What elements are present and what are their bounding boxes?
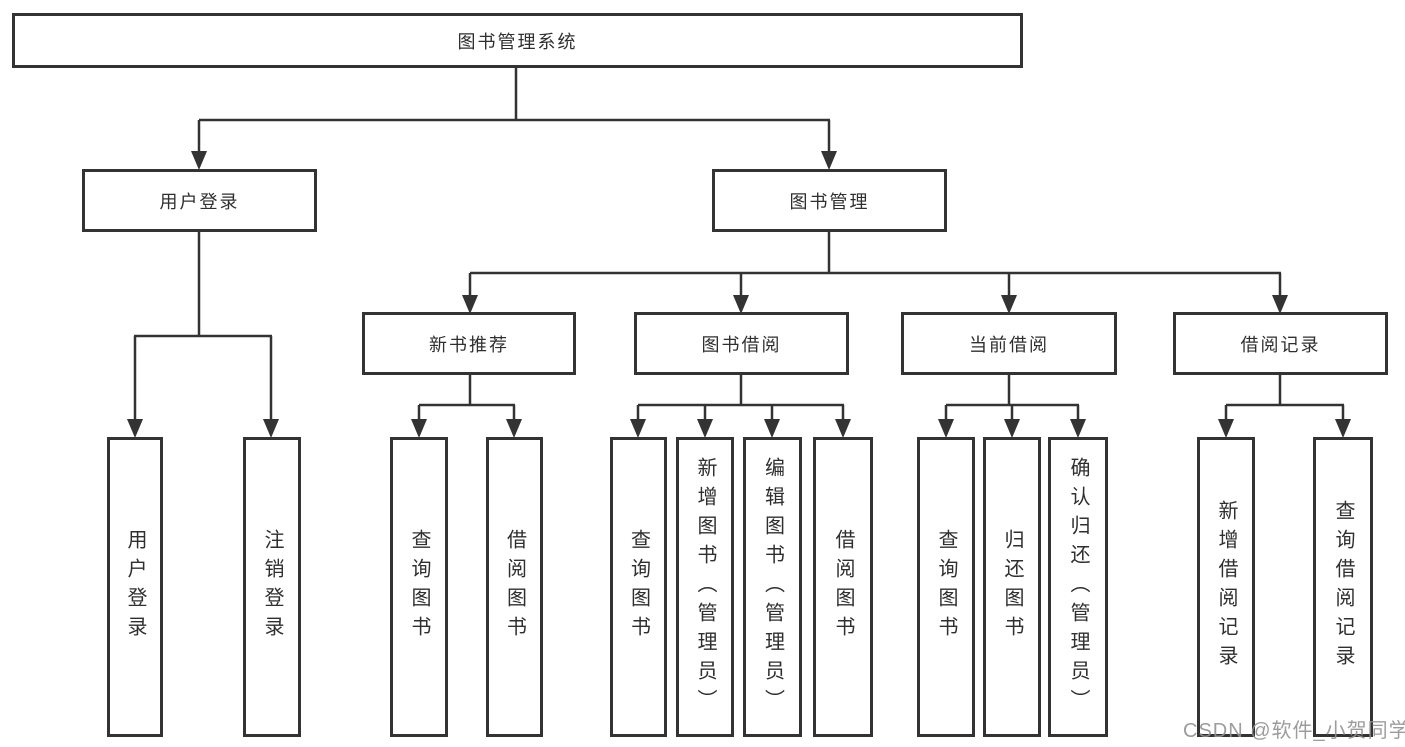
leaf-logout-label: 注销登录 <box>261 529 283 645</box>
arrowheads <box>127 151 1351 438</box>
leaf-cb-return-books: 归还图书 <box>983 437 1041 737</box>
leaf-nbr-borrow-books-label: 借阅图书 <box>503 529 526 645</box>
leaf-bb-edit-books-admin-label: 编辑图书（管理员） <box>761 456 784 718</box>
node-current-borrow: 当前借阅 <box>901 312 1117 375</box>
node-book-management: 图书管理 <box>712 169 947 232</box>
leaf-bb-query-books-label: 查询图书 <box>627 529 650 645</box>
leaf-user-login: 用户登录 <box>107 437 163 737</box>
watermark-text: CSDN @软件_小贺同学 <box>1183 720 1405 742</box>
leaf-nbr-borrow-books: 借阅图书 <box>486 437 543 737</box>
leaf-cb-return-books-label: 归还图书 <box>1001 529 1023 645</box>
leaf-br-add-record: 新增借阅记录 <box>1197 437 1255 737</box>
leaf-bb-borrow-books: 借阅图书 <box>813 437 873 737</box>
leaf-cb-query-books-label: 查询图书 <box>935 529 957 645</box>
leaf-cb-confirm-return-admin: 确认归还（管理员） <box>1048 437 1108 737</box>
leaf-nbr-query-books: 查询图书 <box>390 437 448 737</box>
leaf-br-add-record-label: 新增借阅记录 <box>1215 500 1237 674</box>
leaf-user-login-label: 用户登录 <box>124 529 146 645</box>
node-borrow-records: 借阅记录 <box>1173 312 1388 375</box>
leaf-cb-confirm-return-admin-label: 确认归还（管理员） <box>1067 456 1089 718</box>
node-new-book-recommend: 新书推荐 <box>362 312 576 375</box>
leaf-cb-query-books: 查询图书 <box>917 437 975 737</box>
leaf-br-query-record-label: 查询借阅记录 <box>1332 500 1354 674</box>
leaf-bb-query-books: 查询图书 <box>610 437 667 737</box>
node-root: 图书管理系统 <box>12 13 1023 68</box>
leaf-bb-edit-books-admin: 编辑图书（管理员） <box>743 437 802 737</box>
leaf-logout: 注销登录 <box>243 437 301 737</box>
leaf-br-query-record: 查询借阅记录 <box>1313 437 1373 737</box>
node-user-login: 用户登录 <box>82 169 317 232</box>
leaf-bb-add-books-admin: 新增图书（管理员） <box>676 437 734 737</box>
leaf-bb-add-books-admin-label: 新增图书（管理员） <box>694 456 716 718</box>
leaf-nbr-query-books-label: 查询图书 <box>408 529 430 645</box>
node-book-borrow: 图书借阅 <box>634 312 849 375</box>
leaf-bb-borrow-books-label: 借阅图书 <box>832 529 854 645</box>
